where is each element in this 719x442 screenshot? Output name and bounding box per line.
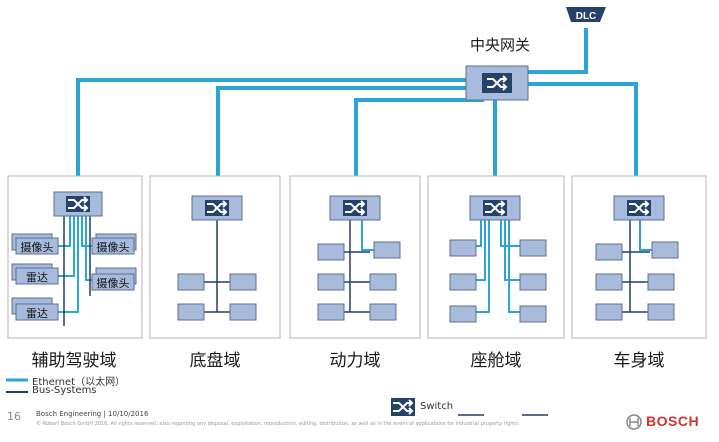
domain-label-chassis: 底盘域 xyxy=(189,351,241,371)
domain-label-body: 车身域 xyxy=(613,351,665,371)
cockpit-switch xyxy=(469,195,521,221)
legend-ethernet-label: Ethernet（以太网） xyxy=(32,377,126,388)
adas-ecu-camera-1: 摄像头 xyxy=(11,233,59,255)
chassis-ecus xyxy=(177,273,257,321)
cockpit-ecus xyxy=(449,239,547,323)
adas-ecu-radar-2: 雷达 xyxy=(11,297,59,321)
ethernet-link-powertrain xyxy=(354,98,484,196)
domain-label-cockpit: 座舱域 xyxy=(470,351,522,371)
bosch-logo-icon xyxy=(626,414,642,430)
legend-bus-label: Bus-Systems xyxy=(32,385,97,396)
cockpit-wiring xyxy=(474,218,522,313)
ethernet-backbone xyxy=(76,28,638,196)
powertrain-switch xyxy=(329,195,381,221)
page-number: 16 xyxy=(7,410,21,423)
chassis-switch xyxy=(191,195,243,221)
adas-ecu-camera-3: 摄像头 xyxy=(91,267,137,291)
adas-ecu-label: 摄像头 xyxy=(97,240,130,254)
legend-switch-label: Switch xyxy=(420,401,454,412)
footer-copyright: © Robert Bosch GmbH 2016. All rights res… xyxy=(36,421,520,427)
footer-source: Bosch Engineering | 10/10/2016 xyxy=(36,410,149,418)
powertrain-ecus xyxy=(317,241,401,321)
domain-label-adas: 辅助驾驶域 xyxy=(31,351,117,371)
dlc-label: DLC xyxy=(576,11,597,22)
adas-ecu-label: 摄像头 xyxy=(97,276,130,290)
gateway-label: 中央网关 xyxy=(470,36,530,54)
ethernet-link-chassis xyxy=(216,86,466,196)
adas-ecu-label: 摄像头 xyxy=(21,240,54,254)
legend-switch-icon xyxy=(391,398,415,416)
body-ecus xyxy=(595,241,679,321)
adas-ecu-label: 雷达 xyxy=(26,271,48,284)
ethernet-link-dlc xyxy=(528,28,588,74)
central-gateway xyxy=(465,65,529,101)
dlc-connector: DLC xyxy=(566,7,606,22)
ethernet-link-body xyxy=(528,82,638,196)
adas-ecu-camera-2: 摄像头 xyxy=(91,233,137,255)
bosch-logo: BOSCH xyxy=(646,413,700,429)
adas-switch xyxy=(53,191,103,217)
adas-ecu-radar-1: 雷达 xyxy=(11,263,59,285)
body-switch xyxy=(613,195,665,221)
domain-label-powertrain: 动力域 xyxy=(329,351,381,371)
adas-ecu-label: 雷达 xyxy=(26,307,48,320)
ethernet-link-adas xyxy=(76,78,466,192)
